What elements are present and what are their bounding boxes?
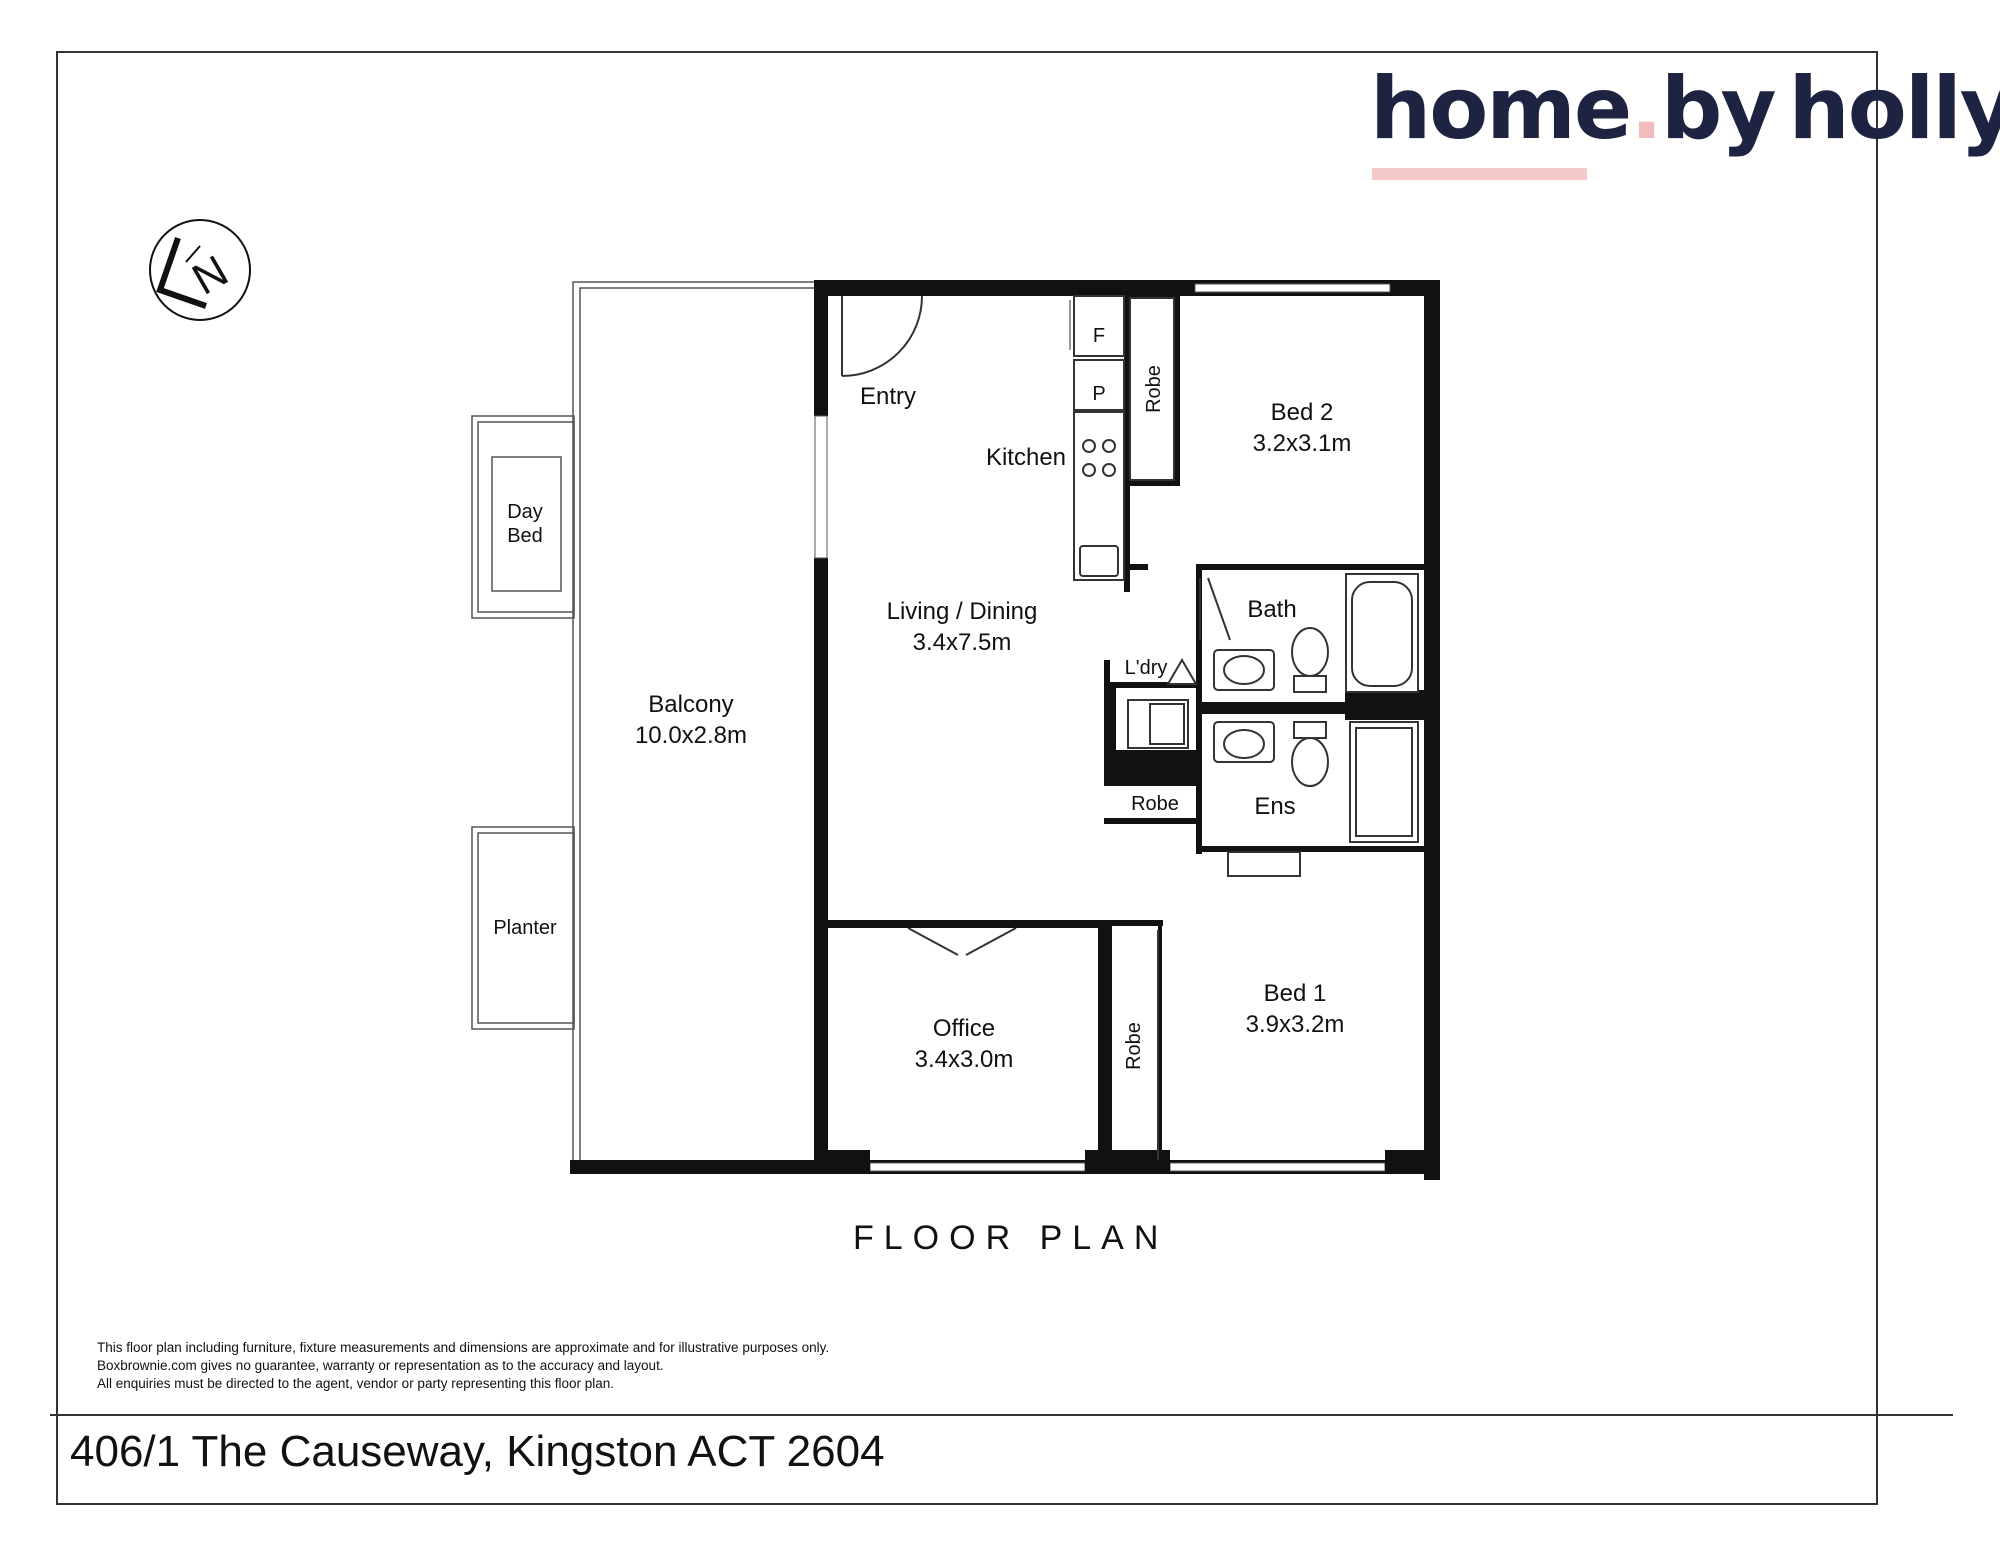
property-address: 406/1 The Causeway, Kingston ACT 2604	[70, 1427, 885, 1476]
label-robe-hall: Robe	[1131, 793, 1179, 815]
laundry-fittings	[1127, 658, 1198, 749]
label-daybed-line2: Bed	[507, 525, 543, 547]
label-office-size: 3.4x3.0m	[915, 1046, 1014, 1073]
label-kitchen: Kitchen	[986, 444, 1066, 471]
brand-part-home: home	[1370, 59, 1632, 159]
disclaimer-line: Boxbrownie.com gives no guarantee, warra…	[97, 1358, 664, 1373]
brand-part-by: by	[1660, 59, 1777, 159]
label-bath: Bath	[1247, 596, 1296, 623]
label-bed2-size: 3.2x3.1m	[1253, 430, 1352, 457]
footer-divider	[50, 1414, 1953, 1416]
label-entry: Entry	[860, 383, 916, 410]
robe-bed2-box	[1129, 297, 1175, 481]
label-planter: Planter	[493, 917, 557, 939]
label-robe-bed1: Robe	[1123, 1022, 1145, 1070]
ensuite-fittings	[1213, 721, 1419, 877]
disclaimer-line: All enquiries must be directed to the ag…	[97, 1376, 615, 1391]
entry-door	[841, 295, 923, 377]
label-balcony-name: Balcony	[648, 691, 733, 718]
interior-walls	[828, 292, 1440, 1172]
daybed-area	[471, 415, 575, 619]
label-balcony-size: 10.0x2.8m	[635, 722, 747, 749]
label-office-name: Office	[933, 1015, 995, 1042]
page-frame	[56, 51, 1878, 1505]
brand-part-holly: holly	[1788, 59, 2000, 159]
label-bed2-name: Bed 2	[1271, 399, 1334, 426]
bath-fittings	[1199, 573, 1419, 693]
brand-underline	[1372, 168, 1587, 180]
balcony-outline	[572, 281, 815, 1168]
label-living-name: Living / Dining	[887, 598, 1038, 625]
label-laundry: L'dry	[1125, 657, 1168, 679]
label-bed1-size: 3.9x3.2m	[1246, 1011, 1345, 1038]
office-doors	[907, 927, 1017, 956]
label-fridge: F	[1093, 325, 1105, 347]
exterior-walls	[570, 280, 1440, 1180]
brand-dot: .	[1630, 59, 1663, 159]
label-robe-bed2: Robe	[1143, 365, 1165, 413]
compass-icon: N	[149, 219, 251, 321]
label-bed1-name: Bed 1	[1264, 980, 1327, 1007]
disclaimer-line: This floor plan including furniture, fix…	[97, 1340, 830, 1355]
kitchen-fittings	[1069, 295, 1125, 581]
label-living-size: 3.4x7.5m	[913, 629, 1012, 656]
plan-title: FLOOR PLAN	[853, 1219, 1169, 1257]
planter-area	[471, 826, 575, 1030]
label-pantry: P	[1092, 383, 1105, 405]
label-ensuite: Ens	[1254, 793, 1295, 820]
label-daybed-line1: Day	[507, 501, 543, 523]
disclaimer: This floor plan including furniture, fix…	[97, 1339, 829, 1393]
